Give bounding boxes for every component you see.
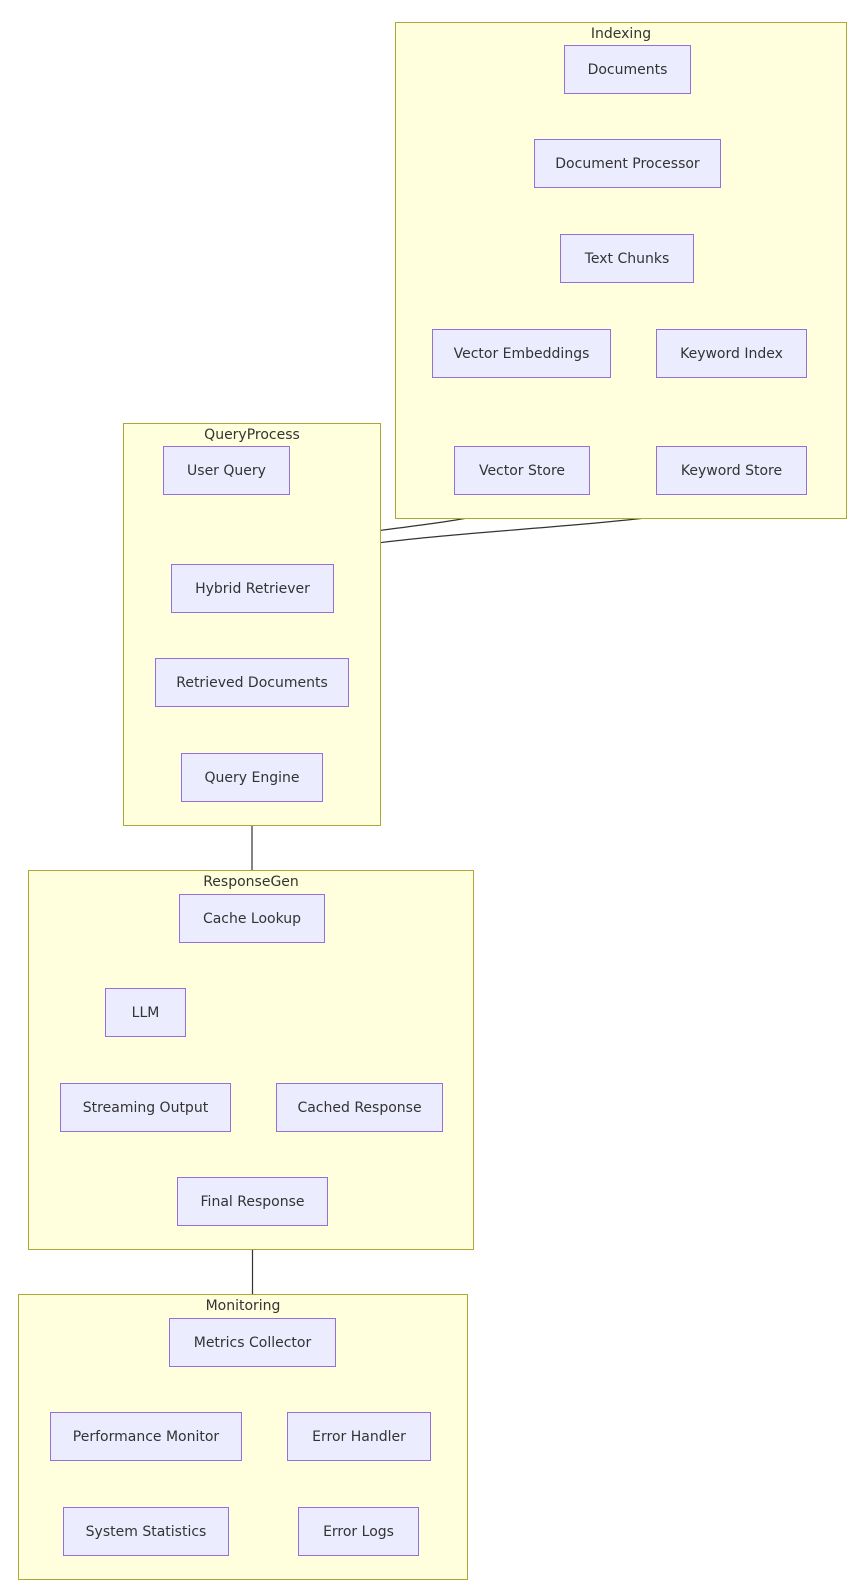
node-document-processor: Document Processor bbox=[534, 139, 721, 188]
node-keyword-store: Keyword Store bbox=[656, 446, 807, 495]
node-metrics-collector: Metrics Collector bbox=[169, 1318, 336, 1367]
node-final-response: Final Response bbox=[177, 1177, 328, 1226]
cluster-title-indexing: Indexing bbox=[590, 26, 652, 42]
cluster-title-query-process: QueryProcess bbox=[204, 427, 300, 443]
node-error-handler: Error Handler bbox=[287, 1412, 431, 1461]
node-streaming-output: Streaming Output bbox=[60, 1083, 231, 1132]
node-system-statistics: System Statistics bbox=[63, 1507, 229, 1556]
node-vector-store: Vector Store bbox=[454, 446, 590, 495]
node-documents: Documents bbox=[564, 45, 691, 94]
node-performance-monitor: Performance Monitor bbox=[50, 1412, 242, 1461]
node-error-logs: Error Logs bbox=[298, 1507, 419, 1556]
node-query-engine: Query Engine bbox=[181, 753, 323, 802]
node-hybrid-retriever: Hybrid Retriever bbox=[171, 564, 334, 613]
node-cache-lookup: Cache Lookup bbox=[179, 894, 325, 943]
node-cached-response: Cached Response bbox=[276, 1083, 443, 1132]
node-llm: LLM bbox=[105, 988, 186, 1037]
node-retrieved-documents: Retrieved Documents bbox=[155, 658, 349, 707]
node-keyword-index: Keyword Index bbox=[656, 329, 807, 378]
node-user-query: User Query bbox=[163, 446, 290, 495]
cluster-title-monitoring: Monitoring bbox=[205, 1298, 281, 1314]
node-vector-embeddings: Vector Embeddings bbox=[432, 329, 611, 378]
node-text-chunks: Text Chunks bbox=[560, 234, 694, 283]
cluster-title-response-gen: ResponseGen bbox=[203, 874, 299, 890]
